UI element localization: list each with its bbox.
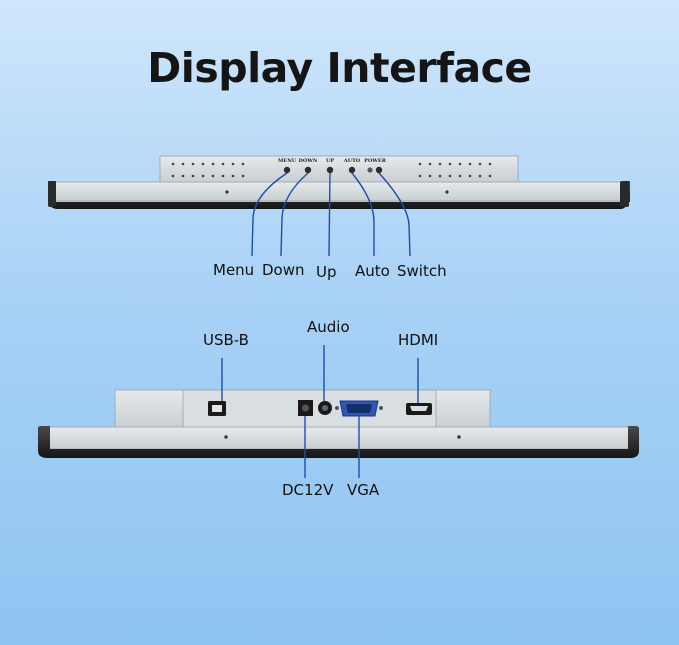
callout-menu: Menu	[213, 261, 255, 279]
button-callout-lines	[251, 172, 411, 257]
callout-vga: VGA	[347, 481, 380, 499]
dc12v-port	[298, 400, 313, 416]
power-led	[367, 167, 373, 173]
screw-hole	[224, 435, 228, 439]
bottom-frame	[47, 426, 633, 450]
vent-holes-right	[418, 162, 492, 178]
callout-usb-b: USB-B	[203, 331, 249, 349]
auto-button	[348, 166, 356, 174]
menu-button	[283, 166, 291, 174]
callout-down: Down	[262, 261, 305, 279]
vent-holes-left	[171, 162, 245, 178]
power-button	[375, 166, 383, 174]
bottom-bezel	[38, 426, 639, 458]
screw-hole	[457, 435, 461, 439]
hdmi-port	[406, 403, 432, 415]
page-title: Display Interface	[147, 44, 532, 92]
bottom-monitor	[38, 345, 639, 478]
side-buttons	[283, 166, 383, 174]
down-button	[304, 166, 312, 174]
silkscreen-up: UP	[325, 158, 335, 164]
callout-up: Up	[316, 263, 337, 281]
silkscreen-menu: MENU	[277, 158, 297, 164]
callout-hdmi: HDMI	[398, 331, 439, 349]
control-board	[159, 155, 519, 184]
up-button	[326, 166, 334, 174]
top-bezel	[48, 181, 630, 209]
usb-b-port	[208, 401, 226, 416]
callout-switch: Switch	[397, 262, 447, 280]
screw-hole	[225, 190, 229, 194]
vga-port	[335, 400, 383, 417]
callout-auto: Auto	[355, 262, 390, 280]
top-monitor	[48, 155, 630, 257]
port-callout-lines	[221, 345, 419, 478]
silkscreen-auto: AUTO	[343, 158, 361, 164]
silkscreen-down: DOWN	[298, 158, 318, 164]
top-frame	[49, 181, 629, 202]
audio-port	[318, 401, 332, 415]
callout-audio: Audio	[307, 318, 350, 336]
screw-hole	[445, 190, 449, 194]
silkscreen-power: POWER	[364, 158, 386, 164]
callout-dc12v: DC12V	[282, 481, 334, 499]
